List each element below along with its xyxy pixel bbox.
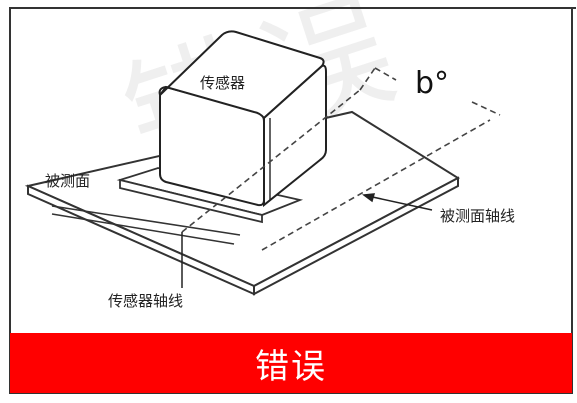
surface-axis-leader	[367, 195, 433, 211]
surface-axis-line	[261, 119, 491, 251]
sensor-axis-label: 传感器轴线	[108, 292, 184, 310]
verdict-text: 错误	[255, 346, 327, 387]
surface-axis-tick	[471, 101, 501, 116]
verdict-banner: 错误	[10, 333, 572, 393]
sensor-block	[158, 30, 327, 208]
leader-lines	[181, 193, 433, 288]
surface-axis-arrow	[362, 193, 376, 203]
sensor-axis-top	[359, 67, 376, 91]
angle-label: b°	[415, 66, 450, 101]
axis-lines	[181, 67, 501, 251]
sensor-axis-line	[181, 89, 361, 233]
sensor-axis-tick	[374, 67, 397, 81]
outer-border	[9, 7, 573, 394]
sensor-label: 传感器	[200, 74, 246, 92]
measured-surface-label: 被测面	[45, 172, 91, 190]
measured-surface-axis-label: 被测面轴线	[440, 207, 516, 225]
